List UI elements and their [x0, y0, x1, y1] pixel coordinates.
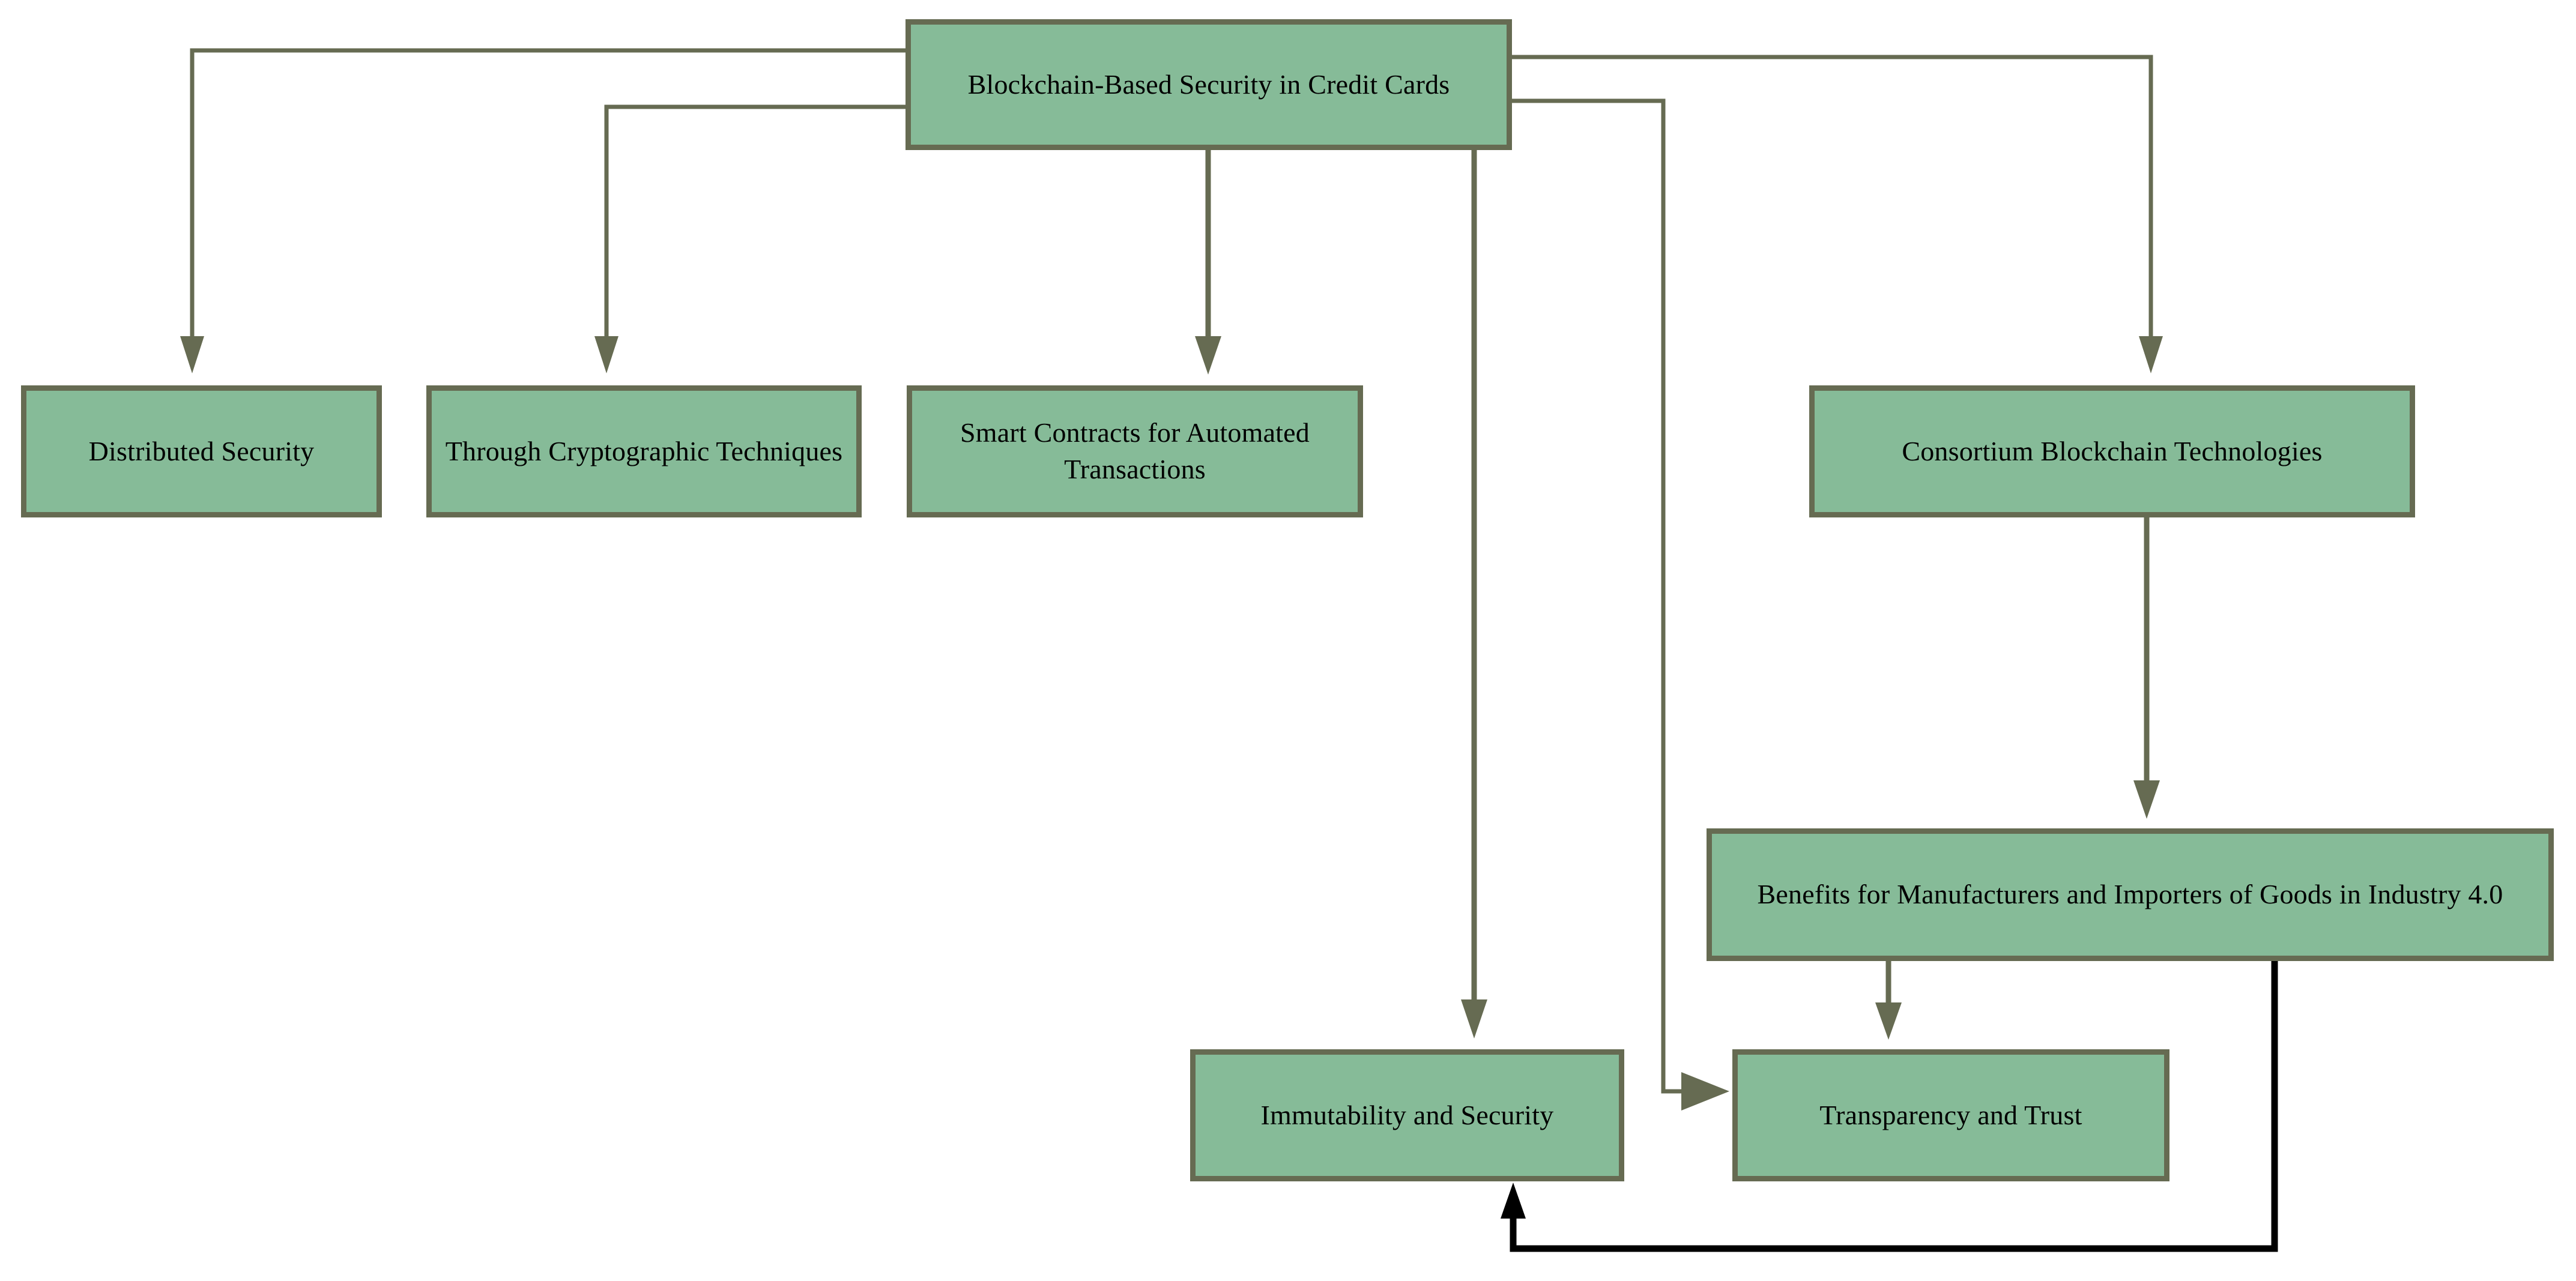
edge-root-to-crypto	[594, 104, 906, 373]
node-root-label: Blockchain-Based Security in Credit Card…	[967, 68, 1450, 100]
node-transparency-and-trust-label: Transparency and Trust	[1819, 1099, 2082, 1130]
node-through-cryptographic-techniques-label: Through Cryptographic Techniques	[445, 435, 843, 466]
node-distributed-security-label: Distributed Security	[88, 435, 315, 466]
node-immutability-and-security[interactable]: Immutability and Security	[1190, 1049, 1624, 1181]
node-through-cryptographic-techniques[interactable]: Through Cryptographic Techniques	[426, 385, 862, 517]
node-consortium-blockchain-technologies-label: Consortium Blockchain Technologies	[1902, 435, 2323, 466]
node-distributed-security[interactable]: Distributed Security	[21, 385, 382, 517]
node-benefits-manufacturers-importers-label: Benefits for Manufacturers and Importers…	[1757, 879, 2503, 910]
edge-benefits-to-immutability-feedback	[1501, 961, 2278, 1252]
node-consortium-blockchain-technologies[interactable]: Consortium Blockchain Technologies	[1809, 385, 2415, 517]
node-root[interactable]: Blockchain-Based Security in Credit Card…	[906, 19, 1512, 150]
edge-root-to-contracts	[1195, 150, 1221, 375]
node-smart-contracts[interactable]: Smart Contracts for Automated Transactio…	[907, 385, 1363, 517]
edge-root-to-immutability	[1461, 150, 1487, 1038]
edge-root-to-consortium	[1512, 55, 2163, 373]
edge-benefits-to-transparency	[1875, 961, 1902, 1040]
edge-consortium-to-benefits	[2133, 517, 2160, 819]
node-smart-contracts-label: Smart Contracts for Automated Transactio…	[960, 417, 1310, 484]
edge-root-to-transparency	[1512, 98, 1729, 1111]
edge-root-to-distributed	[180, 48, 906, 373]
node-transparency-and-trust[interactable]: Transparency and Trust	[1732, 1049, 2169, 1181]
node-benefits-manufacturers-importers[interactable]: Benefits for Manufacturers and Importers…	[1707, 828, 2554, 961]
node-immutability-and-security-label: Immutability and Security	[1260, 1099, 1554, 1130]
